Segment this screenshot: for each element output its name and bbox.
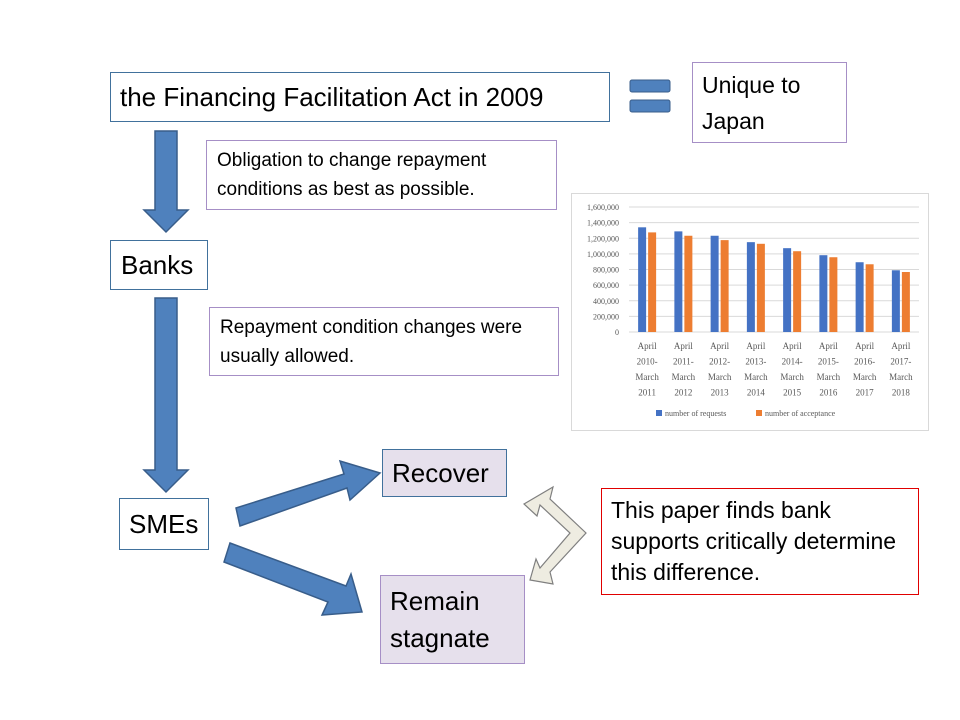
bar-requests	[638, 227, 647, 332]
equals-top-bar	[629, 79, 671, 93]
x-tick-label: March	[672, 372, 696, 382]
x-tick-label: 2010-	[637, 357, 658, 367]
x-tick-label: 2015-	[818, 357, 839, 367]
y-tick-label: 600,000	[593, 281, 619, 290]
x-tick-label: March	[817, 372, 841, 382]
legend-label: number of requests	[665, 409, 726, 418]
bar-acceptance	[756, 243, 765, 332]
y-tick-label: 1,000,000	[587, 250, 619, 259]
bar-requests	[710, 235, 719, 332]
x-tick-label: 2011-	[673, 357, 694, 367]
x-tick-label: 2016-	[854, 357, 875, 367]
double-arrow-icon	[522, 485, 587, 585]
y-tick-label: 800,000	[593, 266, 619, 275]
y-tick-label: 1,600,000	[587, 203, 619, 212]
bar-requests	[891, 270, 900, 332]
x-tick-label: April	[710, 341, 729, 351]
x-tick-label: 2015	[783, 388, 802, 398]
x-tick-label: 2011	[638, 388, 656, 398]
x-tick-label: March	[780, 372, 804, 382]
x-tick-label: April	[891, 341, 910, 351]
arrow-to-remain-icon	[223, 542, 363, 616]
bar-requests	[819, 255, 828, 332]
bar-requests	[855, 262, 864, 332]
x-tick-label: April	[819, 341, 838, 351]
x-tick-label: 2018	[892, 388, 911, 398]
x-tick-label: April	[855, 341, 874, 351]
x-tick-label: 2012-	[709, 357, 730, 367]
bar-chart: 0 200,000 400,000 600,000 800,000 1,000,000 1,…	[571, 193, 929, 431]
bar-acceptance	[648, 232, 657, 332]
y-tick-label: 1,400,000	[587, 219, 619, 228]
unique-to-japan-box: Unique to Japan	[692, 62, 847, 143]
legend-label: number of acceptance	[765, 409, 836, 418]
repayment-box: Repayment condition changes were usually…	[209, 307, 559, 376]
x-tick-label: 2017-	[890, 357, 911, 367]
y-tick-label: 0	[615, 328, 619, 337]
legend-swatch	[756, 410, 762, 416]
arrow-to-recover-icon	[235, 459, 382, 527]
down-arrow-icon	[142, 297, 190, 494]
bar-acceptance	[684, 235, 693, 332]
x-tick-label: March	[635, 372, 659, 382]
paper-finding-box: This paper finds bank supports criticall…	[601, 488, 919, 595]
bar-acceptance	[720, 240, 729, 332]
remain-stagnate-box: Remain stagnate	[380, 575, 525, 664]
x-tick-label: 2016	[819, 388, 838, 398]
x-tick-label: March	[889, 372, 913, 382]
bar-requests	[746, 242, 755, 332]
act-title-box: the Financing Facilitation Act in 2009	[110, 72, 610, 122]
x-tick-label: 2014	[747, 388, 766, 398]
x-tick-label: March	[853, 372, 877, 382]
bar-acceptance	[793, 251, 802, 332]
x-tick-label: 2014-	[782, 357, 803, 367]
y-tick-label: 200,000	[593, 312, 619, 321]
x-tick-label: April	[783, 341, 802, 351]
x-tick-label: April	[746, 341, 765, 351]
legend-swatch	[656, 410, 662, 416]
smes-box: SMEs	[119, 498, 209, 550]
x-tick-label: 2012	[674, 388, 692, 398]
y-tick-label: 400,000	[593, 297, 619, 306]
obligation-box: Obligation to change repayment condition…	[206, 140, 557, 210]
y-tick-label: 1,200,000	[587, 234, 619, 243]
chart-svg: 0 200,000 400,000 600,000 800,000 1,000,000 1,…	[587, 203, 919, 418]
banks-box: Banks	[110, 240, 208, 290]
down-arrow-icon	[142, 130, 190, 234]
bar-acceptance	[865, 264, 874, 332]
x-tick-label: March	[744, 372, 768, 382]
bar-requests	[674, 231, 683, 332]
equals-bottom-bar	[629, 99, 671, 113]
recover-box: Recover	[382, 449, 507, 497]
bar-acceptance	[901, 272, 910, 332]
x-tick-label: 2017	[856, 388, 875, 398]
x-tick-label: 2013	[711, 388, 730, 398]
x-tick-label: April	[638, 341, 657, 351]
bar-requests	[783, 248, 792, 332]
x-tick-label: April	[674, 341, 693, 351]
x-tick-label: 2013-	[745, 357, 766, 367]
x-tick-label: March	[708, 372, 732, 382]
bar-acceptance	[829, 257, 838, 332]
